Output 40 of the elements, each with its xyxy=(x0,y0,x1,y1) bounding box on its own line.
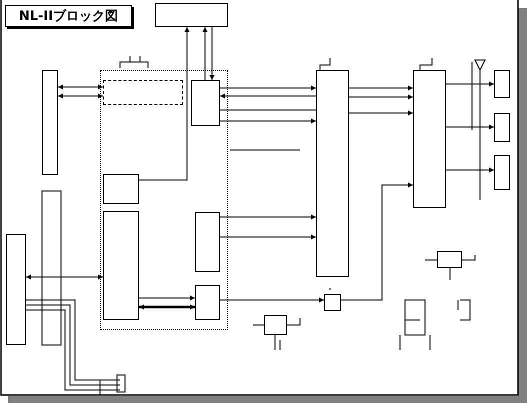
arrow xyxy=(446,82,494,86)
arrow xyxy=(220,298,324,302)
block-box xyxy=(194,212,220,272)
block-box xyxy=(316,70,349,277)
block-box xyxy=(190,80,220,126)
arrow xyxy=(446,168,494,172)
block-box xyxy=(6,234,26,345)
arrow xyxy=(340,182,414,300)
block-box xyxy=(324,294,341,311)
block-box xyxy=(494,113,510,142)
block-box xyxy=(494,155,510,190)
arrow xyxy=(220,94,316,98)
arrow xyxy=(348,94,414,100)
arrow xyxy=(58,94,104,98)
arrow xyxy=(220,234,316,240)
arrow xyxy=(138,26,190,180)
arrow xyxy=(26,274,104,280)
block-box xyxy=(437,251,462,268)
block-box xyxy=(494,70,510,98)
block-box xyxy=(155,3,228,27)
arrow xyxy=(220,86,316,90)
block-box xyxy=(194,284,220,320)
block-box xyxy=(413,70,446,208)
arrow xyxy=(220,214,316,220)
block-box xyxy=(102,174,138,204)
arrow xyxy=(202,26,208,80)
arrow xyxy=(446,124,494,130)
arrow xyxy=(139,304,195,310)
arrow xyxy=(348,110,414,116)
block-box xyxy=(42,70,58,175)
block-box xyxy=(264,315,287,335)
block-box xyxy=(102,80,182,104)
arrow xyxy=(210,26,214,80)
title: NL-IIブロック図 xyxy=(5,5,132,27)
arrow xyxy=(220,118,316,124)
arrow xyxy=(348,86,414,90)
block-box xyxy=(100,70,228,330)
arrow xyxy=(58,84,104,90)
arrow xyxy=(138,296,196,300)
block-box xyxy=(102,210,138,320)
